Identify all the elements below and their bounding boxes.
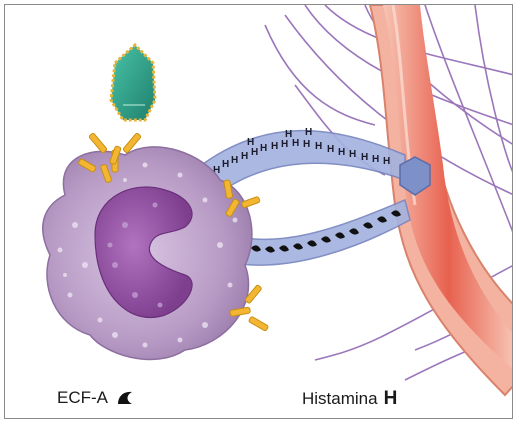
svg-text:H: H [292,138,299,149]
svg-text:H: H [315,141,322,152]
svg-text:H: H [383,156,390,167]
svg-text:H: H [271,141,278,152]
histamine-symbol: H [384,388,398,410]
legend-ecfa: ECF-A [57,388,134,408]
svg-text:H: H [285,129,292,140]
antigen-icon [111,45,155,120]
svg-text:H: H [231,155,238,166]
legend-ecfa-label: ECF-A [57,388,108,408]
svg-text:H: H [338,147,345,158]
svg-text:H: H [247,137,254,148]
svg-text:H: H [241,151,248,162]
legend-histamine: Histamina H [302,388,397,410]
ecfa-granule-icon [116,390,134,406]
svg-text:H: H [251,147,258,158]
svg-text:H: H [305,127,312,138]
svg-text:H: H [281,139,288,150]
svg-text:H: H [260,143,267,154]
svg-text:H: H [372,154,379,165]
svg-text:H: H [327,144,334,155]
figure-frame: HHH HHH HHH HHH HHH HHH HHH [4,4,513,419]
mast-cell-diagram: HHH HHH HHH HHH HHH HHH HHH [5,5,513,419]
svg-text:H: H [222,159,229,170]
svg-text:H: H [361,152,368,163]
svg-text:H: H [303,139,310,150]
blood-vessel [370,5,513,395]
svg-text:H: H [349,149,356,160]
legend-histamine-label: Histamina [302,389,378,409]
